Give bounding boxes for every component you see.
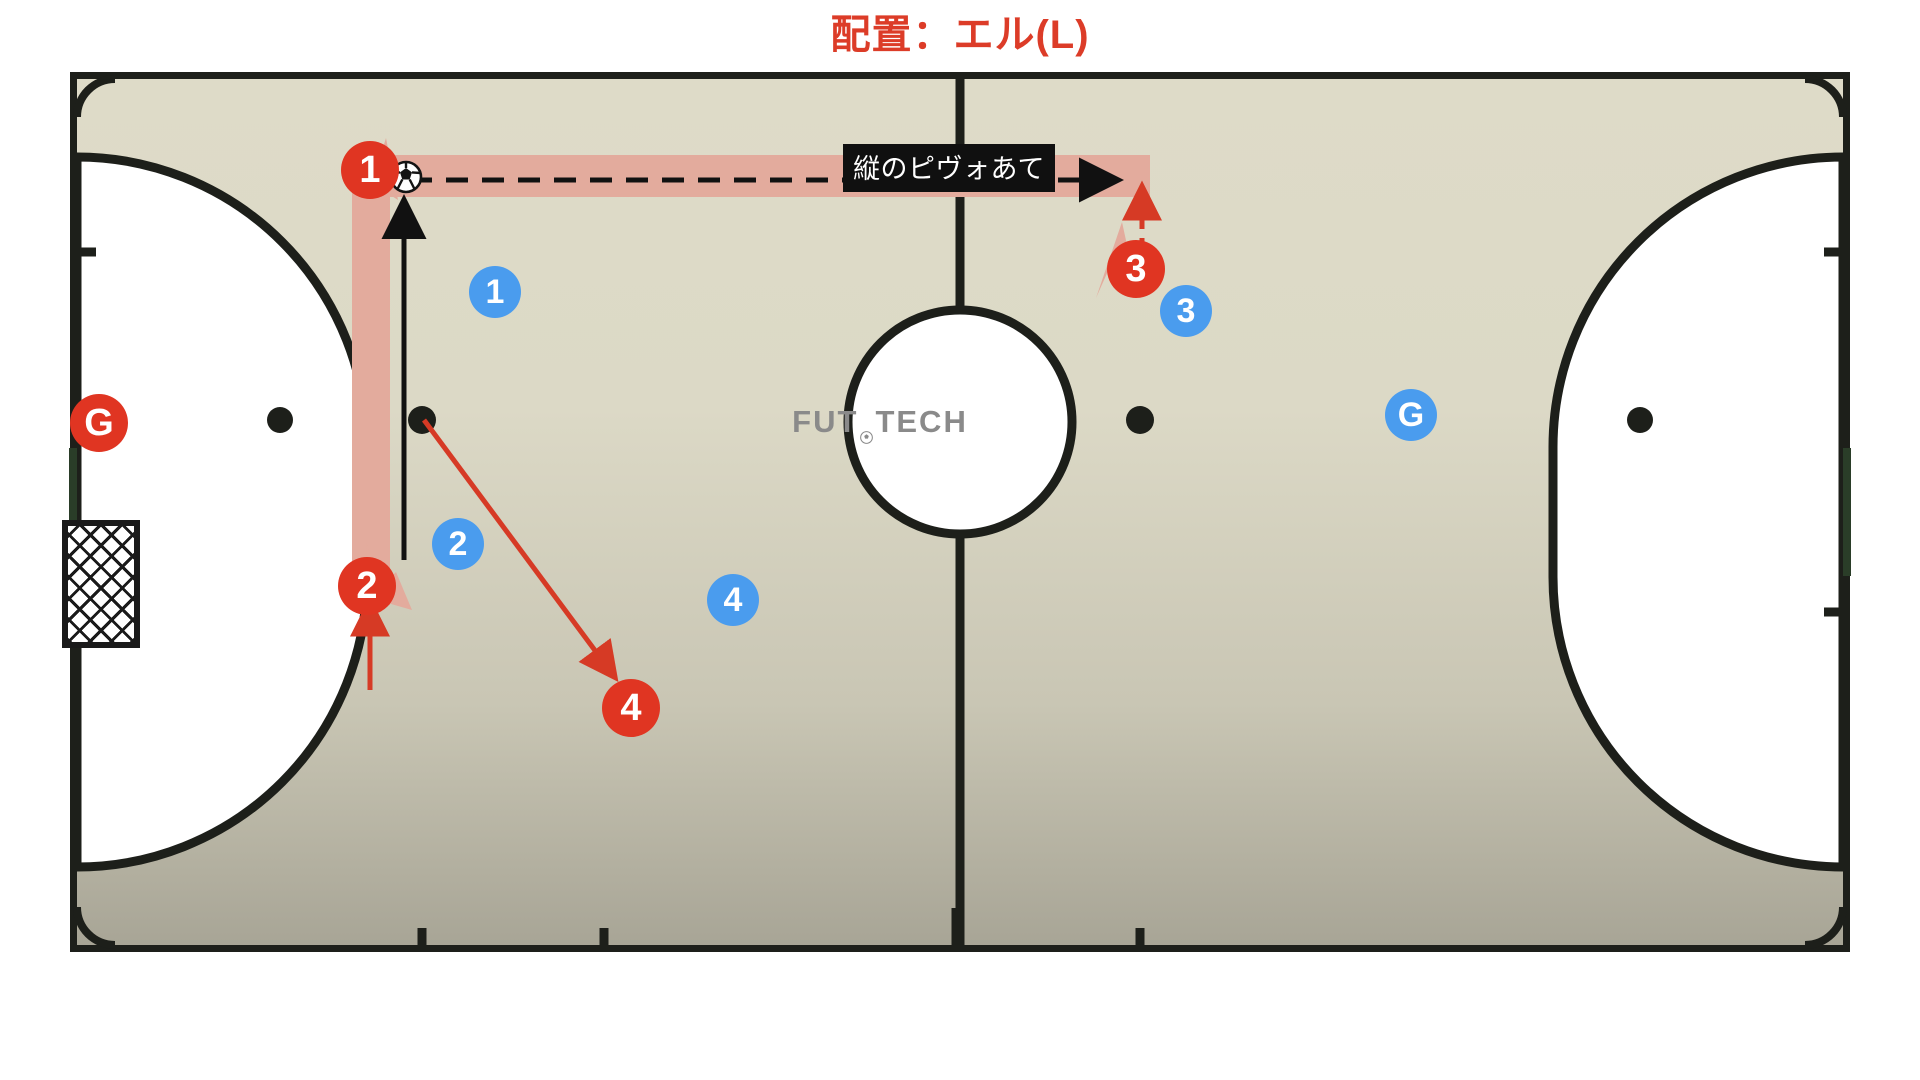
blue-player-3[interactable]: 3 [1160,285,1212,337]
red-goalkeeper[interactable]: G [70,394,128,452]
blue-goalkeeper[interactable]: G [1385,389,1437,441]
logo-text-left: FUT [792,404,859,439]
blue-player-4[interactable]: 4 [707,574,759,626]
goal-net-left [62,520,140,648]
red-player-3-label: 3 [1125,248,1147,290]
arrow-diagonal-run-4 [421,418,619,683]
red-player-1[interactable]: 1 [341,141,399,199]
blue-goalkeeper-label: G [1397,396,1425,434]
lane-vertical-highlight [352,175,390,605]
red-player-4[interactable]: 4 [602,679,660,737]
page-title: 配置：エル(L) [830,13,1090,57]
blue-player-1-label: 1 [485,273,505,311]
blue-player-4-label: 4 [723,581,743,619]
logo-text-right: TECH [875,404,968,439]
soccer-ball-icon [860,416,874,444]
futtech-logo: FUT TECH [774,402,986,444]
blue-player-2-label: 2 [448,525,468,563]
red-goalkeeper-label: G [84,402,114,444]
red-player-2[interactable]: 2 [338,557,396,615]
blue-player-1[interactable]: 1 [469,266,521,318]
red-player-3[interactable]: 3 [1107,240,1165,298]
blue-player-3-label: 3 [1176,292,1196,330]
red-player-1-label: 1 [359,149,381,191]
red-player-2-label: 2 [356,565,378,607]
annotation-pass-label: 縦のピヴォあて [843,144,1055,192]
blue-player-2[interactable]: 2 [432,518,484,570]
red-player-4-label: 4 [620,687,642,729]
